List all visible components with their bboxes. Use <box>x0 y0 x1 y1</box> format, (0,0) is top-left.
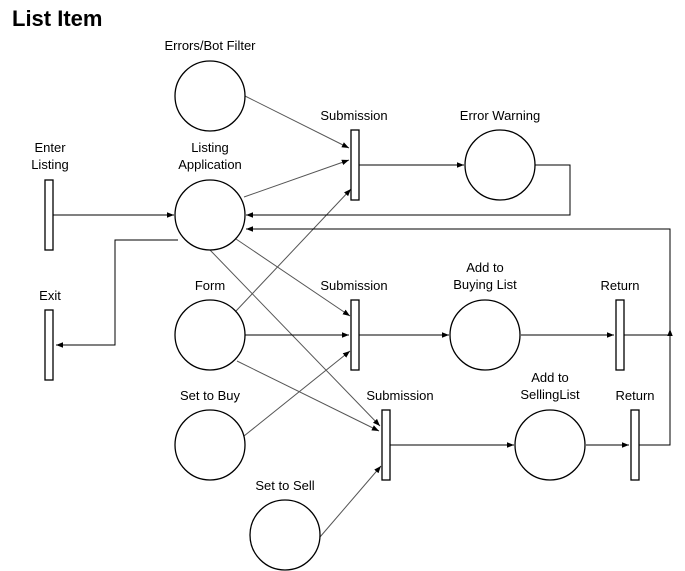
arc-setsell-to-submission3 <box>319 465 382 538</box>
label-add-selling-line2: SellingList <box>520 387 580 402</box>
label-submission-1: Submission <box>320 108 387 123</box>
arc-form-to-submission3 <box>236 360 380 432</box>
transition-submission-1[interactable] <box>350 129 360 201</box>
place-listing-application[interactable] <box>174 179 246 251</box>
arc-form-to-submission1 <box>235 188 352 312</box>
label-error-warning: Error Warning <box>460 108 540 123</box>
label-submission-2: Submission <box>320 278 387 293</box>
arc-errors-to-submission1 <box>244 95 350 149</box>
place-form[interactable] <box>174 299 246 371</box>
diagram-title: List Item <box>12 6 102 31</box>
place-set-to-sell[interactable] <box>249 499 321 571</box>
label-return-2: Return <box>615 388 654 403</box>
arc-setbuy-to-submission2 <box>243 350 351 437</box>
transition-exit[interactable] <box>44 309 54 381</box>
transition-enter-listing[interactable] <box>44 179 54 251</box>
label-set-to-buy: Set to Buy <box>180 388 240 403</box>
place-error-warning[interactable] <box>464 129 536 201</box>
transition-return-1[interactable] <box>615 299 625 371</box>
label-add-buying-line1: Add to <box>466 260 504 275</box>
arc-listing-to-exit <box>56 239 178 348</box>
label-add-buying-line2: Buying List <box>453 277 517 292</box>
arc-return-to-listing <box>246 226 671 336</box>
label-return-1: Return <box>600 278 639 293</box>
place-add-to-buying-list[interactable] <box>449 299 521 371</box>
place-add-to-selling-list[interactable] <box>514 409 586 481</box>
arc-return2-to-merge <box>639 329 673 446</box>
label-submission-3: Submission <box>366 388 433 403</box>
label-enter-line1: Enter <box>34 140 66 155</box>
label-listing-application-line1: Listing <box>191 140 229 155</box>
place-errors-bot-filter[interactable] <box>174 60 246 132</box>
transition-submission-2[interactable] <box>350 299 360 371</box>
arc-errorwarning-to-listing <box>246 164 571 218</box>
arc-listing-to-submission1 <box>243 159 350 198</box>
label-set-to-sell: Set to Sell <box>255 478 314 493</box>
transition-return-2[interactable] <box>630 409 640 481</box>
arc-listing-to-submission3 <box>209 249 381 427</box>
label-add-selling-line1: Add to <box>531 370 569 385</box>
label-errors-bot-filter: Errors/Bot Filter <box>164 38 256 53</box>
transition-submission-3[interactable] <box>381 409 391 481</box>
label-enter-line2: Listing <box>31 157 69 172</box>
arc-listing-to-submission2 <box>235 238 351 317</box>
label-form: Form <box>195 278 225 293</box>
place-set-to-buy[interactable] <box>174 409 246 481</box>
label-listing-application-line2: Application <box>178 157 242 172</box>
label-exit: Exit <box>39 288 61 303</box>
